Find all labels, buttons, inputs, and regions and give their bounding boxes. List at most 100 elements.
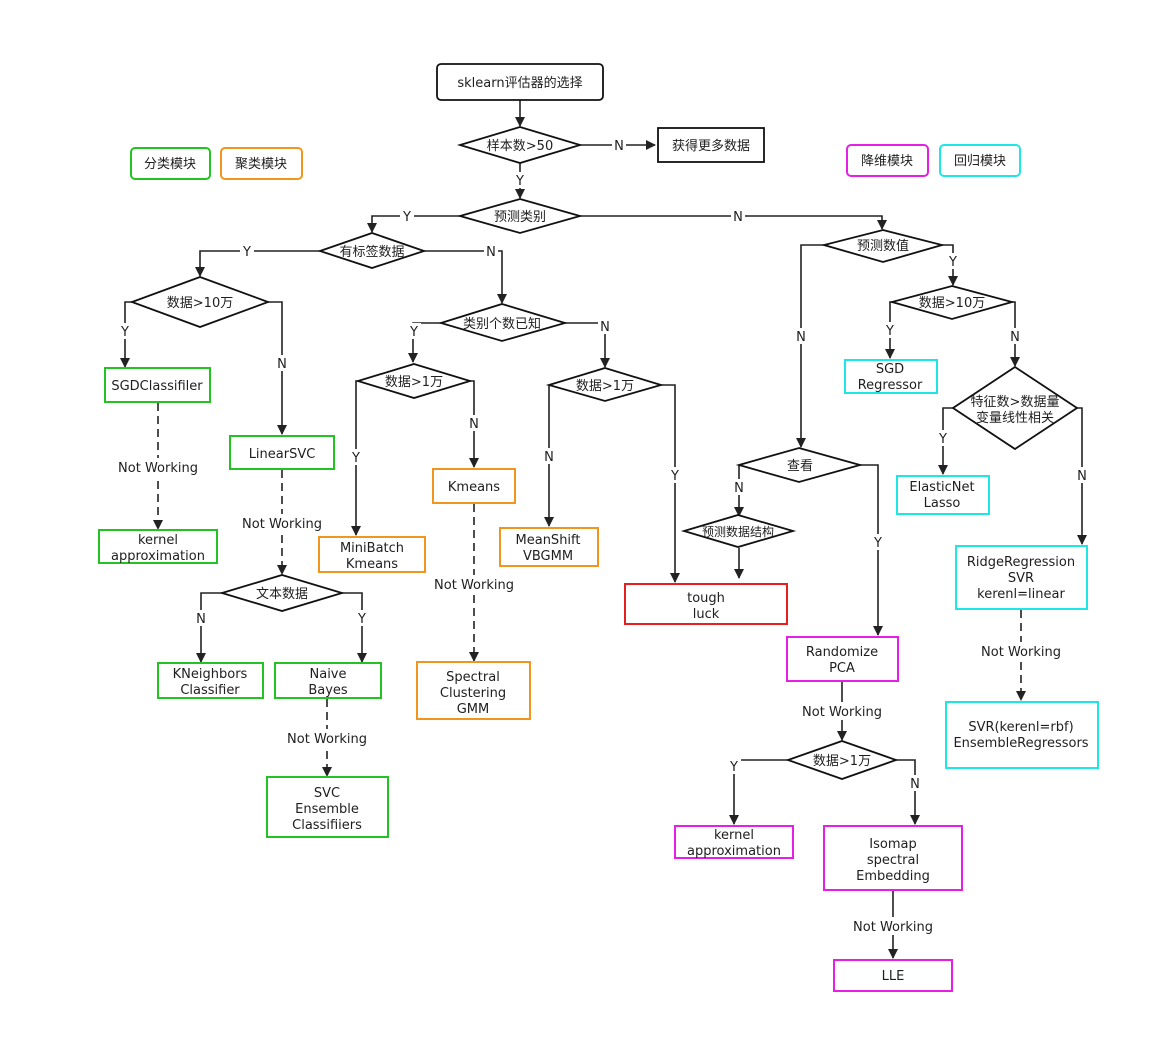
edge-label-samples-no: N [614,139,624,154]
tough-line2: luck [693,607,720,622]
features-line1: 特征数>数据量 [971,395,1060,410]
sgd-classifier-box [104,367,211,403]
structure-label: 预测数据结构 [702,524,774,539]
meanshift-line2: VBGMM [523,549,573,564]
kernel-approx-cls-line2: approximation [111,549,205,564]
labeled-diamond [317,232,427,269]
text-data-diamond [218,574,346,612]
features-diamond [951,365,1079,451]
linearsvc-box [229,435,335,470]
spectral-box [416,661,531,720]
text-data-label: 文本数据 [256,587,308,602]
naive-bayes-line2: Bayes [308,683,348,698]
start-node-label: sklearn评估器的选择 [457,75,582,91]
svc-line1: SVC [314,786,340,801]
edge-label-data10ka-no: N [469,417,479,432]
data10k-known-diamond [354,363,474,399]
edge-look-pca [860,464,883,636]
more-data-label: 获得更多数据 [672,138,750,154]
spectral-line2: Clustering [440,686,506,701]
elasticnet-line2: Lasso [924,496,961,511]
edge-label-labeled-yes: Y [242,245,251,260]
edge-category-value [580,215,887,230]
sgd-regressor-line1: SGD [876,362,904,377]
edge-label-data10kdr-yes: Y [729,760,738,775]
lle-label: LLE [882,969,905,984]
edge-label-features-no: N [1077,469,1087,484]
edge-label-data100kreg-yes: Y [885,324,894,339]
edge-label-data10ka-yes: Y [351,451,360,466]
edge-labeled-data100k [195,250,320,277]
kneighbors-line1: KNeighbors [173,667,248,682]
minibatch-box [318,536,426,573]
edge-label-text-yes: Y [357,612,366,627]
edge-label-data100k-yes: Y [120,325,129,340]
legend-classification-box [130,147,211,180]
sgd-classifier-label: SGDClassifiler [111,379,203,394]
features-line2: 变量线性相关 [976,410,1054,426]
svc-line3: Classifiiers [292,818,362,833]
edge-label-data100k-no: N [277,357,287,372]
data10k-dr-diamond [785,740,899,780]
predict-value-label: 预测数值 [857,238,909,254]
isomap-line1: Isomap [869,837,916,852]
edge-label-value-no: N [796,330,806,345]
minibatch-line2: Kmeans [346,557,398,572]
kernel-approx-dr-box [674,825,794,859]
data100k-reg-label: 数据>10万 [919,296,985,311]
edge-features-elasticnet [938,407,953,475]
edge-label-known-no: N [600,320,610,335]
legend-dr: 降维模块 [861,154,913,169]
legend-clustering-box [220,147,303,180]
edge-data10kdr-isomap [896,759,920,825]
ridge-line1: RidgeRegression [967,555,1075,570]
legend-regression: 回归模块 [954,154,1006,169]
data100k-cls-diamond [129,276,271,328]
sgd-regressor-line2: Regressor [858,378,923,393]
svc-ensemble-box [266,776,389,838]
edge-label-category-no: N [733,210,743,225]
ridge-line2: SVR [1008,571,1034,586]
data10k-unknown-diamond [545,367,665,402]
known-classes-diamond [437,303,569,342]
legend [130,144,1021,180]
kernel-approx-dr-line1: kernel [714,828,754,843]
edge-value-look [796,244,824,448]
pca-line2: PCA [829,661,855,676]
legend-clustering: 聚类模块 [235,157,287,172]
isomap-line2: spectral [867,853,919,868]
spectral-line1: Spectral [446,670,500,685]
elasticnet-box [896,475,990,515]
naive-bayes-box [274,662,382,699]
samples-label: 样本数>50 [487,139,553,154]
lle-box [833,959,953,992]
edge-data10kdr-kernel [729,759,788,825]
pca-line1: Randomize [806,645,878,660]
kernel-approx-dr-line2: approximation [687,844,781,859]
edge-label-data100kreg-no: N [1010,330,1020,345]
data100k-reg-diamond [888,285,1016,320]
svr-rbf-box [945,701,1099,769]
edge-text-kneighbors [196,592,222,663]
data10k-unknown-label: 数据>1万 [576,379,634,394]
known-classes-label: 类别个数已知 [463,316,541,332]
edge-label-data10kdr-no: N [910,777,920,792]
labeled-label: 有标签数据 [339,244,404,260]
isomap-line3: Embedding [856,869,930,884]
edge-label-data10kb-yes: Y [670,469,679,484]
edge-value-data100k [942,244,958,286]
edge-label-samples-yes: Y [515,174,524,189]
edge-label-ridge-notworking: Not Working [981,645,1061,660]
svc-line2: Ensemble [295,802,359,817]
data100k-cls-label: 数据>10万 [167,296,233,311]
ridge-line3: kerenl=linear [977,587,1065,602]
kmeans-label: Kmeans [448,480,500,495]
predict-value-diamond [820,229,946,263]
tough-luck-box [624,583,788,625]
randomize-pca-box [786,636,899,682]
minibatch-line1: MiniBatch [340,541,404,556]
svr-rbf-line1: SVR(kerenl=rbf) [968,720,1073,735]
more-data-box [657,127,765,163]
edge-label-look-no: N [734,481,744,496]
